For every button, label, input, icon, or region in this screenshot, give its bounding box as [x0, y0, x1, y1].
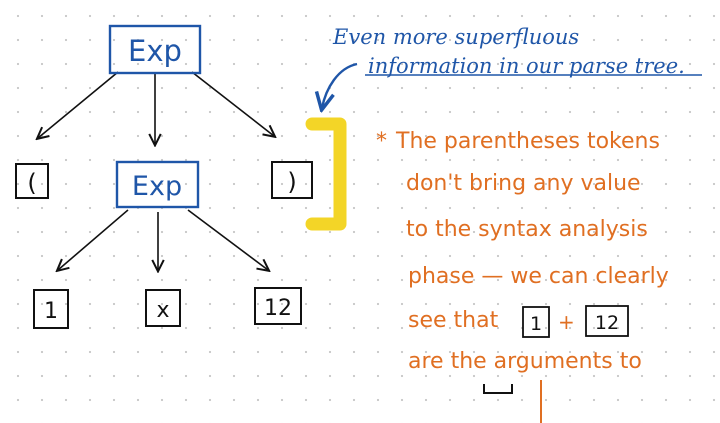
inline-box-1-label: 1: [530, 313, 542, 335]
orange-note-line-1: The parentheses tokens: [395, 129, 660, 154]
orange-note-line-2: don't bring any value: [406, 171, 641, 196]
inline-box-2-label: 12: [595, 312, 619, 334]
root-exp-label: Exp: [128, 34, 182, 68]
orange-note-and: +: [558, 310, 575, 334]
inner-exp-node: Exp: [115, 160, 200, 209]
leaf-x-node: x: [145, 289, 181, 327]
open-paren-node: (: [15, 163, 49, 199]
leaf-x-label: x: [156, 298, 169, 323]
open-paren-label: (: [27, 169, 36, 197]
orange-note-line-6: are the arguments to: [408, 349, 642, 374]
root-edges: [38, 71, 274, 144]
yellow-bracket-highlight: [305, 117, 347, 231]
blue-note-line-1: Even more superfluous: [332, 25, 579, 49]
blue-note-line-2: information in our parse tree.: [368, 54, 685, 78]
cutoff-bracket-mark: [483, 384, 513, 394]
orange-note-line-3: to the syntax analysis: [406, 217, 648, 242]
inline-box-2: 12: [585, 305, 629, 337]
leaf-12-node: 12: [254, 287, 302, 325]
inner-exp-label: Exp: [132, 171, 182, 202]
orange-note-line-4: phase — we can clearly: [408, 264, 669, 289]
blue-curved-arrow: [322, 62, 358, 108]
orange-note-asterisk: *: [376, 129, 387, 154]
leaf-1-node: 1: [33, 289, 69, 329]
leaf-1-label: 1: [44, 299, 58, 324]
close-paren-label: ): [287, 168, 296, 196]
inline-box-1: 1: [522, 306, 550, 338]
close-paren-node: ): [271, 161, 313, 199]
orange-note-line-5a: see that: [408, 308, 499, 333]
root-exp-node: Exp: [108, 24, 202, 75]
leaf-12-label: 12: [264, 296, 292, 321]
inner-edges: [58, 209, 268, 270]
